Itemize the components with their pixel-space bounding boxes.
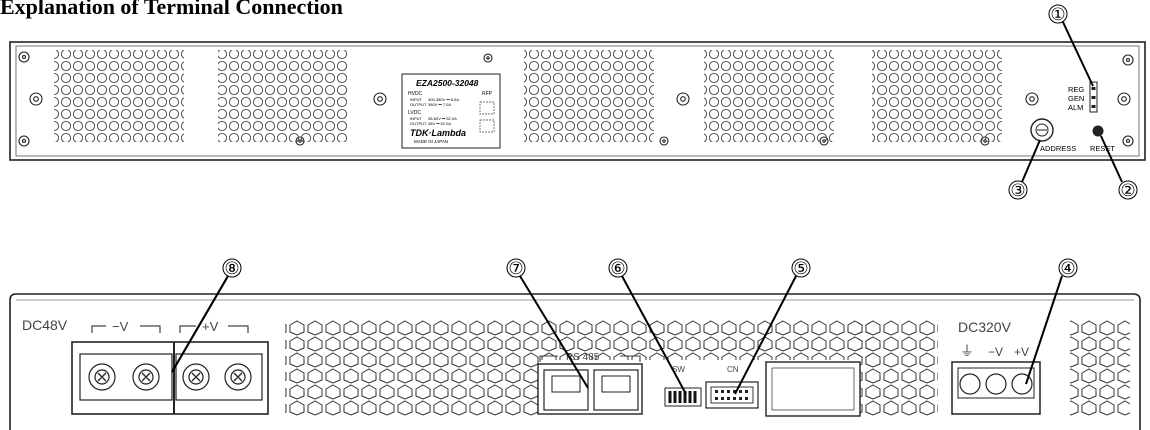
nameplate-lv-output-value: 48V ⎓ 52.0A [428,121,451,126]
callout-5: ⑤ [734,258,811,395]
dc320v-label: DC320V [958,319,1012,335]
callout-3-label: ③ [1010,181,1025,201]
callout-2-label: ② [1120,181,1135,201]
rs485-label: RS 485 [566,352,600,363]
dc48v-pos-bracket [179,325,249,333]
dc320v-neg-label: −V [988,345,1003,359]
dc48v-neg-bracket [91,325,161,333]
led-label-gen: GEN [1068,94,1084,103]
reset-label: RESET [1090,144,1115,153]
dip-switch[interactable] [664,387,702,407]
callout-1-label: ① [1050,5,1065,25]
fan-grille-1 [54,50,184,142]
callout-6: ⑥ [608,258,687,395]
callout-6-label: ⑥ [610,259,625,279]
dc320v-terminal-block[interactable] [951,361,1041,415]
nameplate-input-value: 300-380V ⎓ 8.5A [428,97,459,102]
rear-vent-left [285,320,540,416]
dc48v-label: DC48V [22,317,68,333]
address-label: ADDRESS [1040,144,1076,153]
address-switch[interactable] [1030,118,1054,142]
callout-7-label: ⑦ [508,259,523,279]
nameplate-hvdc: HVDC [408,91,423,97]
rear-vent-right-a [858,320,938,416]
page-title: Explanation of Terminal Connection [0,0,343,19]
callout-4: ④ [1025,258,1078,385]
led-reg [1091,87,1096,90]
front-panel: EZA2500-32048 HVDC INPUT 300-380V ⎓ 8.5A… [9,41,1146,161]
nameplate-lv-input-label: INPUT [410,116,423,121]
led-label-alm: ALM [1068,103,1083,112]
dc320v-pos-label: +V [1014,345,1029,359]
dc48v-neg-label: −V [112,319,129,334]
callout-4-label: ④ [1060,259,1075,279]
nameplate: EZA2500-32048 HVDC INPUT 300-380V ⎓ 8.5A… [401,73,501,149]
nameplate-ce-mark: RFP [482,91,493,97]
nameplate-frame [401,73,501,149]
callout-8-label: ⑧ [224,259,239,279]
front-panel-inner [15,45,1140,157]
cn-connector[interactable] [705,381,759,409]
led-alm [1091,105,1096,108]
led-label-reg: REG [1068,85,1084,94]
fan-grille-2 [218,50,348,142]
nameplate-lv-input-value: 38-60V ⎓ 52.0A [428,116,457,121]
dc320v-ground-label: ⏚ [960,343,974,359]
rear-panel: DC48V −V +V RS 485 [9,293,1141,430]
nameplate-box-1 [479,101,495,115]
callout-3: ③ [1008,139,1041,201]
callout-1: ① [1048,4,1094,87]
blank-cover-plate [765,361,861,417]
rear-vent-right-b [1070,320,1130,416]
callout-5-label: ⑤ [793,259,808,279]
front-fan-grilles [54,50,1002,142]
rs485-ports[interactable] [537,363,643,415]
nameplate-model: EZA2500-32048 [416,78,479,88]
dc48v-screws [88,363,252,391]
nameplate-brand: TDK·Lambda [410,128,466,138]
nameplate-box-2 [479,119,495,133]
callout-2: ② [1100,135,1138,201]
cn-label: CN [727,365,739,374]
nameplate-output-label: OUTPUT [410,102,427,107]
nameplate-lv-output-label: OUTPUT [410,121,427,126]
nameplate-output-value: 380V ⎓ 7.0A [428,102,451,107]
dc48v-pos-label: +V [202,319,219,334]
nameplate-made-in: MADE IN JAPAN [414,139,448,144]
reset-button[interactable] [1092,125,1104,137]
fan-grille-5 [872,50,1002,142]
led-indicators: REG GEN ALM [1068,81,1098,113]
rear-vent-center [540,320,870,360]
nameplate-input-label: INPUT [410,97,423,102]
nameplate-lvdc: LVDC [408,110,421,116]
callout-8: ⑧ [171,258,242,373]
fan-grille-3 [524,50,654,142]
led-gen [1091,96,1096,99]
rs485-bracket [539,355,641,362]
callout-7: ⑦ [506,258,589,389]
sw-label: SW [672,365,685,374]
fan-grille-4 [704,50,834,142]
